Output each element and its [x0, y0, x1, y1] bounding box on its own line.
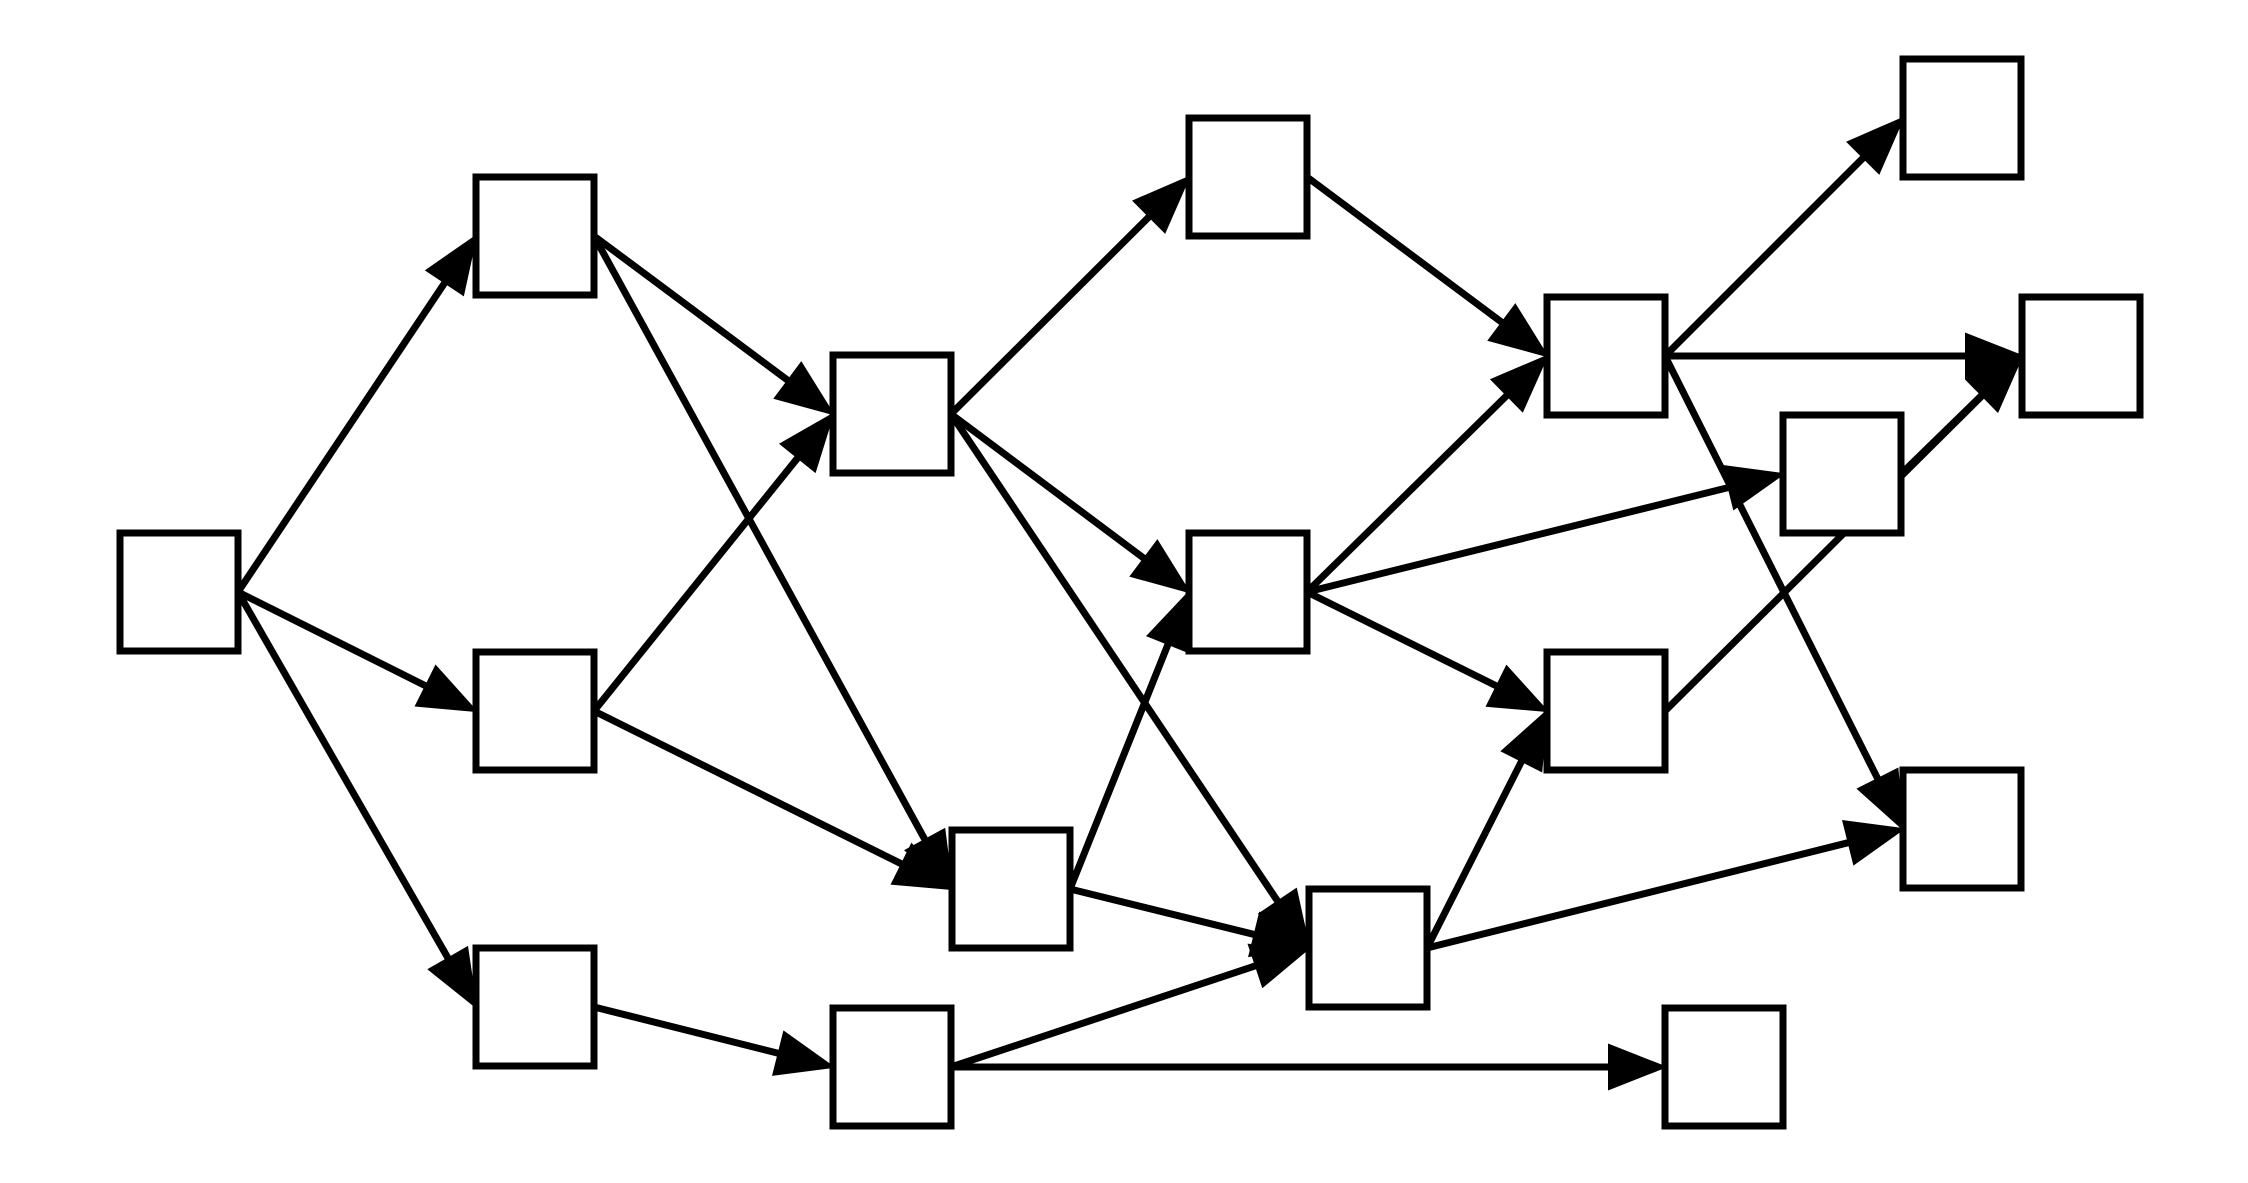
edge-line: [949, 962, 1257, 1071]
node-box-n14: [2018, 293, 2144, 419]
arrowhead: [1965, 354, 2024, 413]
nodes-layer: [116, 55, 2144, 1130]
edge-n6-n9: [949, 943, 1312, 1071]
node-box-n10: [1543, 293, 1669, 419]
edge-n0-n1: [235, 233, 478, 594]
edge-line: [590, 234, 929, 842]
edge-line: [948, 411, 1147, 562]
arrowhead: [1856, 767, 1905, 832]
arrowhead: [1489, 354, 1549, 413]
node-box-n8: [1185, 529, 1311, 655]
arrowhead: [773, 361, 836, 416]
arrowhead: [1129, 539, 1192, 594]
node-box-n5: [948, 826, 1074, 952]
edge-line: [1306, 484, 1730, 596]
edge-n8-n12: [1305, 588, 1550, 713]
arrowhead: [890, 842, 955, 891]
arrowhead: [1146, 589, 1191, 654]
edge-line: [1066, 642, 1172, 891]
node-box-n0: [116, 529, 242, 655]
arrowhead: [427, 945, 478, 1010]
arrowhead: [1247, 943, 1312, 989]
edge-n10-n13: [1662, 116, 1905, 359]
edge-line: [948, 214, 1152, 417]
arrowhead: [1846, 116, 1905, 175]
edge-line: [1661, 354, 1881, 781]
node-box-n12: [1543, 648, 1669, 774]
arrowhead: [772, 1030, 836, 1076]
node-box-n15: [1899, 766, 2025, 892]
edge-line: [1305, 588, 1499, 690]
node-box-n6: [829, 1004, 955, 1130]
edge-line: [235, 280, 448, 594]
node-box-n19: [1661, 1004, 1787, 1130]
edge-line: [1662, 155, 1866, 359]
edge-n12-n14: [1662, 354, 2024, 714]
edge-n4-n8: [948, 411, 1192, 594]
arrowhead: [1842, 820, 1906, 866]
arrowhead: [1500, 708, 1549, 773]
edge-line: [236, 588, 428, 690]
edges-layer: [234, 116, 2025, 1091]
edge-line: [592, 707, 904, 868]
node-box-n2: [472, 648, 598, 774]
edge-n1-n5: [590, 234, 954, 892]
node-box-n11: [1779, 411, 1905, 537]
edge-line: [1662, 393, 1985, 714]
edge-n8-n10: [1304, 354, 1549, 595]
edge-line: [234, 590, 452, 961]
edge-n4-n7: [948, 175, 1191, 417]
node-box-n1: [472, 173, 598, 299]
edge-line: [593, 1003, 780, 1057]
arrowhead: [1487, 303, 1550, 358]
arrowhead: [1485, 664, 1550, 713]
edge-n7-n10: [1304, 174, 1550, 358]
arrowhead: [414, 664, 479, 713]
edge-n9-n16: [1426, 820, 1906, 952]
edge-n2-n5: [592, 707, 955, 891]
edge-n8-n11: [1306, 464, 1786, 596]
edge-line: [948, 412, 1281, 904]
arrowhead: [1132, 175, 1191, 234]
edge-n1-n4: [591, 233, 836, 416]
edge-n10-n14: [1665, 332, 2025, 380]
edge-n6-n19: [951, 1043, 1668, 1091]
edge-n0-n3: [234, 590, 478, 1010]
edge-n5-n8: [1066, 589, 1191, 891]
edge-n3-n6: [593, 1003, 836, 1076]
edge-line: [591, 233, 791, 384]
edge-n9-n12: [1423, 708, 1549, 950]
edge-line: [1304, 392, 1510, 595]
edge-line: [591, 455, 801, 714]
edge-line: [1426, 839, 1850, 952]
node-box-n9: [1305, 885, 1431, 1011]
edge-line: [1304, 174, 1505, 326]
arrowhead: [778, 411, 835, 474]
edge-n0-n2: [236, 588, 479, 713]
node-box-n13: [1899, 55, 2025, 181]
edge-line: [1069, 885, 1256, 938]
node-box-n4: [829, 351, 955, 477]
edge-line: [1423, 759, 1525, 950]
node-box-n3: [472, 944, 598, 1070]
edge-n2-n4: [591, 411, 835, 714]
arrowhead: [1608, 1043, 1668, 1091]
node-box-n7: [1185, 114, 1311, 240]
arrowhead: [424, 233, 478, 297]
